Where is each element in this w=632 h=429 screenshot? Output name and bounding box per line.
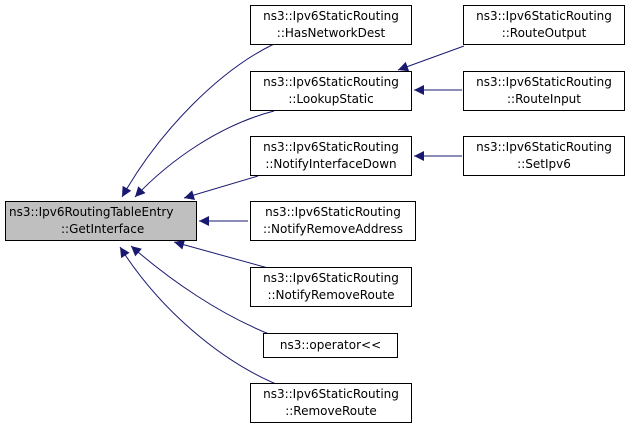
edge-lookup-static-route-output: [397, 45, 465, 72]
edge-root-notify-remove-route: [173, 239, 269, 269]
node-label-line2: ::NotifyInterfaceDown: [265, 157, 397, 171]
node-label-line1: ns3::Ipv6RoutingTableEntry: [9, 205, 174, 219]
node-operator-shift[interactable]: ns3::operator<<: [263, 333, 398, 358]
node-notify-remove-address[interactable]: ns3::Ipv6StaticRouting ::NotifyRemoveAdd…: [250, 201, 416, 241]
node-has-network-dest[interactable]: ns3::Ipv6StaticRouting ::HasNetworkDest: [250, 5, 412, 45]
node-label-line2: ::SetIpv6: [517, 157, 571, 171]
node-label-line1: ns3::Ipv6StaticRouting: [263, 140, 399, 154]
node-route-input[interactable]: ns3::Ipv6StaticRouting ::RouteInput: [463, 71, 625, 111]
node-label-line2: ::NotifyRemoveRoute: [267, 288, 395, 302]
node-label-line2: ::GetInterface: [61, 222, 145, 236]
node-label-line2: ::LookupStatic: [288, 92, 374, 106]
node-label-line2: ::NotifyRemoveAddress: [262, 222, 404, 236]
edge-root-lookup-static: [134, 110, 275, 198]
edge-root-has-network-dest: [121, 43, 275, 198]
node-label-line1: ns3::Ipv6StaticRouting: [476, 9, 612, 23]
node-label-line1: ns3::Ipv6StaticRouting: [476, 75, 612, 89]
node-label-line2: ::RemoveRoute: [285, 404, 377, 418]
node-label-line1: ns3::Ipv6StaticRouting: [263, 9, 399, 23]
node-set-ipv6[interactable]: ns3::Ipv6StaticRouting ::SetIpv6: [463, 136, 625, 176]
node-label-line1: ns3::Ipv6StaticRouting: [476, 140, 612, 154]
node-label-line1: ns3::Ipv6StaticRouting: [263, 387, 399, 401]
node-remove-route[interactable]: ns3::Ipv6StaticRouting ::RemoveRoute: [250, 383, 412, 423]
node-route-output[interactable]: ns3::Ipv6StaticRouting ::RouteOutput: [463, 5, 625, 45]
node-lookup-static[interactable]: ns3::Ipv6StaticRouting ::LookupStatic: [250, 71, 412, 111]
edge-root-remove-route: [119, 246, 277, 385]
node-label-line1: ns3::Ipv6StaticRouting: [263, 75, 399, 89]
edge-root-notify-interface-down: [183, 175, 259, 200]
node-notify-interface-down[interactable]: ns3::Ipv6StaticRouting ::NotifyInterface…: [250, 136, 412, 176]
node-root-get-interface[interactable]: ns3::Ipv6RoutingTableEntry ::GetInterfac…: [5, 201, 197, 241]
node-label-line2: ::RouteInput: [507, 92, 581, 106]
node-notify-remove-route[interactable]: ns3::Ipv6StaticRouting ::NotifyRemoveRou…: [250, 267, 412, 307]
node-label-line1: ns3::Ipv6StaticRouting: [265, 205, 401, 219]
edge-root-operator-shift: [130, 245, 275, 337]
node-label-line2: ::RouteOutput: [501, 26, 587, 40]
node-label-line1: ns3::Ipv6StaticRouting: [263, 271, 399, 285]
node-label-line2: ::HasNetworkDest: [276, 26, 386, 40]
node-label-line1: ns3::operator<<: [279, 338, 382, 352]
